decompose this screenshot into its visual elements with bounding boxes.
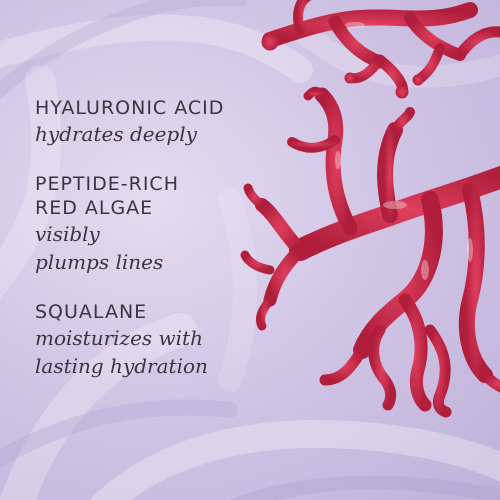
- ingredient-red-algae: PEPTIDE-RICH RED ALGAE visibly plumps li…: [35, 172, 285, 276]
- ingredient-description: visibly: [35, 222, 100, 246]
- ingredient-hyaluronic-acid: HYALURONIC ACID hydrates deeply: [35, 96, 285, 148]
- ingredient-name: SQUALANE: [35, 301, 148, 323]
- ingredient-description: moisturizes with: [35, 326, 203, 350]
- ingredient-name: PEPTIDE-RICH: [35, 173, 179, 195]
- red-algae-main-icon: [240, 86, 500, 418]
- ingredient-description: plumps lines: [35, 250, 164, 274]
- ingredient-description: lasting hydration: [35, 354, 208, 378]
- ingredient-name: RED ALGAE: [35, 197, 154, 219]
- ingredient-name: HYALURONIC ACID: [35, 97, 225, 119]
- algae-highlights: [335, 22, 473, 280]
- red-algae-top-icon: [261, 0, 500, 99]
- ingredient-list: HYALURONIC ACID hydrates deeply PEPTIDE-…: [35, 96, 285, 404]
- ingredient-squalane: SQUALANE moisturizes with lasting hydrat…: [35, 300, 285, 380]
- ingredient-description: hydrates deeply: [35, 122, 197, 146]
